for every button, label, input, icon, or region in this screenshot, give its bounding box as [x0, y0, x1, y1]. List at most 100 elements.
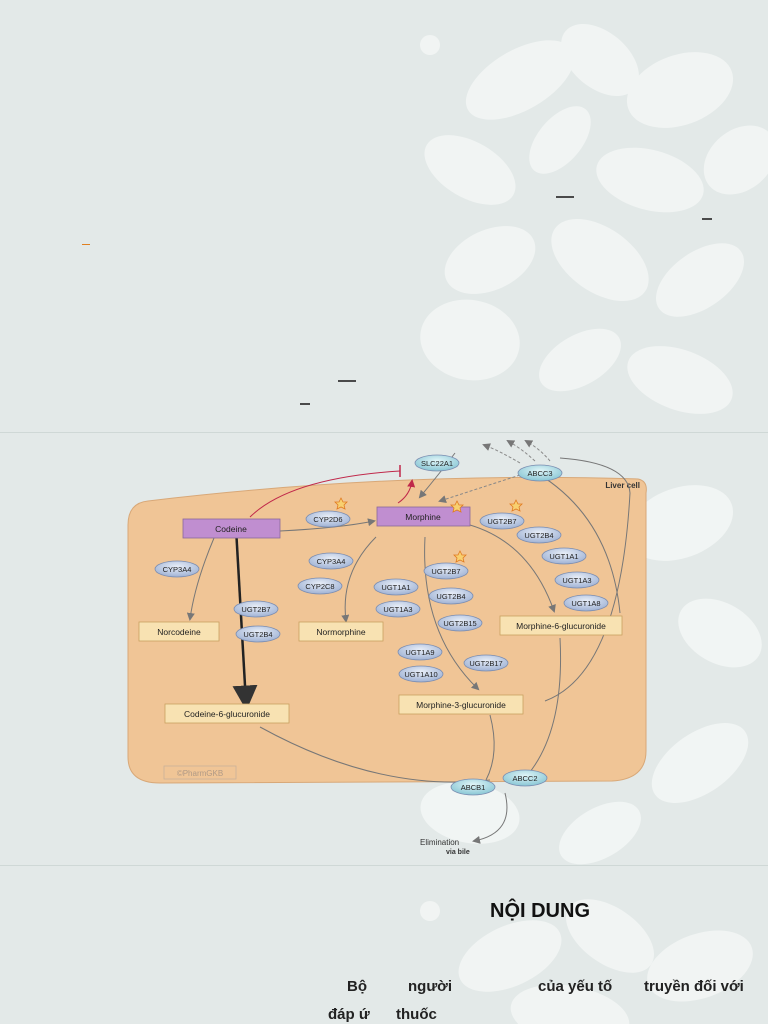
arrow-abcc3-out-3: [524, 440, 551, 462]
enzyme-ugt2b4-a: [235, 625, 281, 643]
arrow-abcc3-to-morphine: [438, 474, 521, 503]
elimination-label: Elimination: [420, 838, 459, 847]
label-morphine-6-glucuronide: Morphine-6-glucuronide: [516, 621, 606, 631]
box-morphine: [376, 506, 471, 527]
enzyme-label: UGT1A1: [549, 552, 578, 561]
enzyme-ugt1a8: [563, 594, 609, 612]
leaf-pattern-decoration: [420, 899, 753, 1024]
enzyme-ugt1a3-a: [554, 571, 600, 589]
label-morphine: Morphine: [405, 512, 441, 522]
enzyme-label: CYP2D6: [313, 515, 342, 524]
arrow-m3g-to-abcc3: [544, 457, 631, 702]
slide-separator: [0, 865, 768, 866]
enzyme-ugt2b7-c: [423, 562, 469, 580]
enzyme-label: SLC22A1: [421, 459, 453, 468]
enzyme-label: UGT1A1: [381, 583, 410, 592]
enzyme-label: UGT1A9: [405, 648, 434, 657]
slide-1: [0, 0, 768, 432]
enzyme-label: UGT1A3: [383, 605, 412, 614]
enzyme-cyp3a4-b: [308, 552, 354, 570]
enzyme-ugt2b7-a: [233, 600, 279, 618]
enzyme-label: UGT2B4: [436, 592, 465, 601]
enzyme-label: UGT1A8: [571, 599, 600, 608]
content-word: thuốc: [396, 1006, 437, 1023]
box-morphine-3-glucuronide: [398, 694, 524, 715]
arrow-morphine-to-m3g: [424, 536, 480, 691]
arrow-codeine-to-c6g: [232, 527, 258, 711]
slide-heading: NỘI DUNG: [490, 900, 590, 922]
arrow-slc22a1-to-morphine: [418, 452, 456, 499]
box-morphine-6-glucuronide: [499, 615, 623, 636]
enzyme-label: UGT1A10: [404, 670, 437, 679]
content-word: của yếu tố: [538, 978, 613, 995]
enzyme-label: CYP3A4: [317, 557, 346, 566]
enzyme-cyp2d6: [305, 510, 351, 528]
enzyme-ugt2b7-b: [479, 512, 525, 530]
enzyme-label: ABCC3: [527, 469, 552, 478]
enzyme-label: ABCC2: [512, 774, 537, 783]
enzyme-ugt1a3-b: [375, 600, 421, 618]
arrow-abcc3-out-2: [506, 440, 536, 462]
enzyme-label: UGT2B4: [243, 630, 272, 639]
enzyme-ugt1a1-b: [373, 578, 419, 596]
enzyme-ugt1a9: [397, 643, 443, 661]
enzyme-slc22a1: [414, 454, 460, 472]
arrow-morphine-to-slc22a1: [397, 479, 416, 504]
enzyme-label: CYP2C8: [305, 582, 334, 591]
liver-cell-label: Liver cell: [605, 481, 640, 490]
enzyme-label: ABCB1: [461, 783, 486, 792]
enzyme-ugt1a10: [398, 665, 444, 683]
label-normorphine: Normorphine: [316, 627, 365, 637]
enzyme-ugt1a1-a: [541, 547, 587, 565]
enzyme-label: UGT2B15: [443, 619, 476, 628]
star-variant-icon: [334, 497, 348, 510]
copyright-box: [163, 765, 237, 780]
slide-3: NỘI DUNG Bộ người của yếu tố truyền đối …: [0, 866, 768, 1024]
enzyme-label: UGT2B17: [469, 659, 502, 668]
enzyme-abcc2: [502, 769, 548, 787]
slide-2: Liver cell ©PharmGKB: [0, 433, 768, 865]
star-variant-icon: [450, 500, 464, 513]
label-morphine-3-glucuronide: Morphine-3-glucuronide: [416, 700, 506, 710]
arrow-to-elimination: [472, 792, 508, 844]
content-word: người: [408, 978, 453, 995]
label-codeine-6-glucuronide: Codeine-6-glucuronide: [184, 709, 270, 719]
enzyme-label: UGT2B4: [524, 531, 553, 540]
arrow-m6g-to-abcc2: [524, 637, 562, 779]
label-norcodeine: Norcodeine: [157, 627, 201, 637]
arrow-morphine-to-m6g: [469, 524, 556, 613]
enzyme-label: UGT1A3: [562, 576, 591, 585]
enzyme-ugt2b4-b: [516, 526, 562, 544]
arrow-morphine-to-normorphine: [341, 536, 377, 623]
box-codeine: [182, 518, 281, 539]
enzyme-abcc3: [517, 464, 563, 482]
content-word: đáp ứ: [328, 1006, 370, 1023]
arrow-m3g-to-abcb1: [485, 714, 495, 781]
enzyme-label: UGT2B7: [431, 567, 460, 576]
leaf-pattern-decoration: [420, 485, 762, 865]
codeine-metabolism-pathway-diagram: Liver cell ©PharmGKB: [127, 440, 647, 856]
enzyme-cyp3a4-a: [154, 560, 200, 578]
enzyme-ugt2b15: [437, 614, 483, 632]
content-word: Bộ: [347, 978, 367, 995]
box-codeine-6-glucuronide: [164, 703, 290, 724]
enzyme-label: UGT2B7: [241, 605, 270, 614]
star-variant-icon: [453, 550, 467, 563]
slide-separator: [0, 432, 768, 433]
enzyme-cyp2c8: [297, 577, 343, 595]
star-variant-icon: [509, 499, 523, 512]
arrow-codeine-to-norcodeine: [186, 537, 215, 621]
leaf-pattern-decoration: [420, 23, 768, 414]
copyright-label: ©PharmGKB: [177, 769, 223, 778]
arrow-abcc3-out-1: [482, 443, 521, 464]
enzyme-abcb1: [450, 778, 496, 796]
enzyme-label: UGT2B7: [487, 517, 516, 526]
inhibition-line-codeine-slc22a1: [249, 470, 401, 518]
content-word: truyền đối với: [644, 978, 744, 995]
enzyme-label: CYP3A4: [163, 565, 192, 574]
box-norcodeine: [138, 621, 220, 642]
box-normorphine: [298, 621, 384, 642]
label-codeine: Codeine: [215, 524, 247, 534]
via-bile-label: via bile: [446, 849, 470, 856]
enzyme-ugt2b4-c: [428, 587, 474, 605]
